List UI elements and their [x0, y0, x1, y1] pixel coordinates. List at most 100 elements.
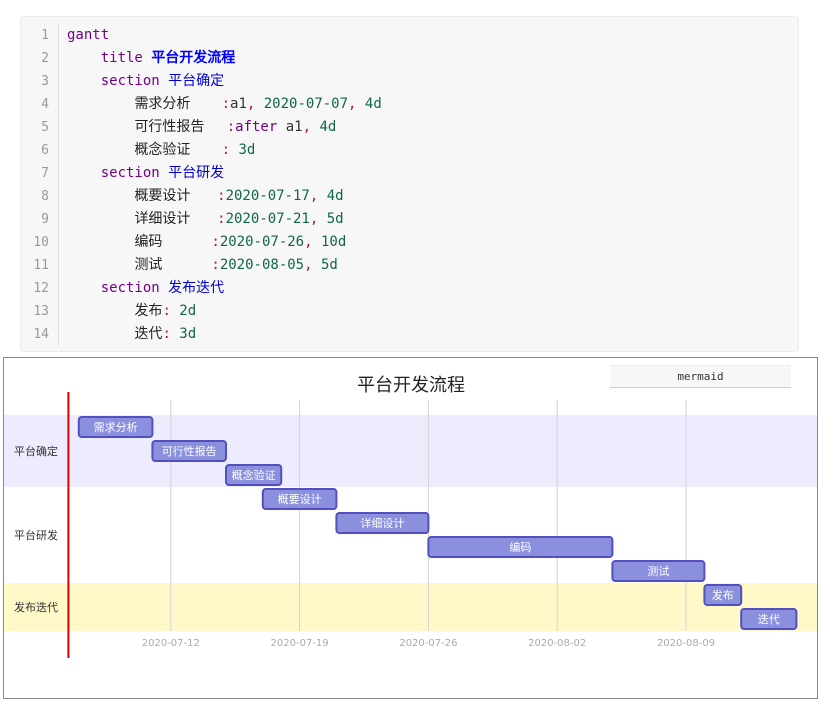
code-token: section: [100, 280, 160, 296]
code-line: 7 section 平台研发: [21, 162, 800, 185]
code-token: [67, 234, 134, 250]
code-token: 10d: [320, 234, 347, 250]
code-token: :: [221, 142, 239, 158]
code-token: 概要设计: [134, 188, 218, 204]
code-line: 2 title 平台开发流程: [21, 47, 800, 70]
code-token: 5d: [320, 257, 338, 273]
code-token: :: [217, 188, 226, 204]
code-line: 10 编码 :2020-07-26, 10d: [21, 231, 800, 254]
code-token: 2020-08-05: [219, 257, 305, 273]
task-label: 可行性报告: [162, 444, 217, 458]
code-token: :: [226, 119, 236, 135]
code-token: ,: [304, 234, 321, 250]
task-label: 需求分析: [94, 420, 138, 434]
code-line: 11 测试 :2020-08-05, 5d: [21, 254, 800, 277]
code-token: [67, 303, 134, 319]
line-number: 9: [41, 212, 49, 227]
code-token: ,: [309, 188, 327, 204]
code-text: 概念验证 : 3d: [67, 139, 255, 162]
line-number: 14: [33, 327, 49, 342]
code-token: a1: [277, 119, 303, 135]
code-text: section 平台研发: [67, 162, 224, 185]
code-token: after: [235, 119, 278, 135]
code-token: 2020-07-26: [219, 234, 305, 250]
code-token: section: [100, 73, 160, 89]
code-token: 2020-07-21: [225, 211, 310, 227]
code-token: [160, 165, 168, 181]
code-token: 2020-07-07: [263, 96, 349, 112]
task-label: 概念验证: [232, 468, 276, 482]
code-token: ,: [309, 211, 327, 227]
code-token: :: [221, 96, 231, 112]
task-bar: [611, 560, 706, 582]
code-text: 迭代: 3d: [67, 323, 196, 346]
code-token: 详细设计: [134, 211, 218, 227]
task-bar: [335, 512, 430, 534]
line-number: 11: [33, 258, 49, 273]
code-token: 3d: [179, 326, 197, 342]
code-token: ,: [304, 257, 321, 273]
line-number: 8: [41, 189, 49, 204]
tick-label: 2020-07-26: [399, 638, 457, 649]
code-token: :: [211, 234, 220, 250]
code-token: 平台开发流程: [151, 50, 236, 66]
mermaid-button[interactable]: mermaid: [610, 365, 791, 388]
task-bar: [151, 440, 227, 462]
section-label: 发布迭代: [14, 600, 58, 614]
code-text: 需求分析 :a1, 2020-07-07, 4d: [67, 93, 382, 116]
code-token: 发布迭代: [168, 280, 225, 296]
code-token: 概念验证: [134, 142, 222, 158]
section-band: [4, 583, 817, 631]
code-token: [67, 257, 134, 273]
code-token: 4d: [326, 188, 344, 204]
tick-label: 2020-08-09: [657, 638, 715, 649]
task-bar: [703, 584, 743, 606]
code-token: 平台确定: [168, 73, 225, 89]
code-text: gantt: [67, 24, 109, 47]
line-number: 12: [33, 281, 49, 296]
line-number-gutter: [21, 24, 59, 346]
line-number: 1: [41, 28, 49, 43]
code-token: 需求分析: [134, 96, 222, 112]
task-label: 编码: [509, 540, 531, 554]
task-bar: [261, 488, 338, 510]
code-token: 平台研发: [168, 165, 225, 181]
code-token: [160, 280, 168, 296]
section-label: 平台研发: [14, 528, 58, 542]
line-number: 13: [33, 304, 49, 319]
code-token: [67, 73, 101, 89]
code-token: ,: [302, 119, 320, 135]
code-token: gantt: [67, 27, 110, 43]
task-bar: [740, 608, 798, 630]
code-line: 8 概要设计 :2020-07-17, 4d: [21, 185, 800, 208]
code-line: 12 section 发布迭代: [21, 277, 800, 300]
tick-label: 2020-07-19: [271, 638, 329, 649]
code-token: [67, 119, 134, 135]
code-token: [67, 188, 134, 204]
code-token: 4d: [364, 96, 382, 112]
code-token: 2020-07-17: [225, 188, 310, 204]
code-token: [67, 211, 134, 227]
code-text: section 发布迭代: [67, 277, 224, 300]
code-token: 3d: [238, 142, 256, 158]
task-label: 详细设计: [360, 516, 404, 530]
code-line: 9 详细设计 :2020-07-21, 5d: [21, 208, 800, 231]
code-token: a1: [230, 96, 247, 112]
code-line: 14 迭代: 3d: [21, 323, 800, 346]
code-token: 测试: [134, 257, 212, 273]
code-token: [67, 50, 101, 66]
code-token: :: [162, 326, 180, 342]
code-text: title 平台开发流程: [67, 47, 236, 70]
code-token: 可行性报告: [134, 119, 227, 135]
code-token: :: [217, 211, 226, 227]
task-label: 概要设计: [278, 493, 322, 506]
code-text: 测试 :2020-08-05, 5d: [67, 254, 338, 277]
code-token: 4d: [319, 119, 337, 135]
code-token: 2d: [179, 303, 197, 319]
task-label: 测试: [647, 565, 669, 578]
code-token: :: [211, 257, 220, 273]
task-label: 迭代: [758, 613, 780, 626]
code-token: ,: [348, 96, 365, 112]
